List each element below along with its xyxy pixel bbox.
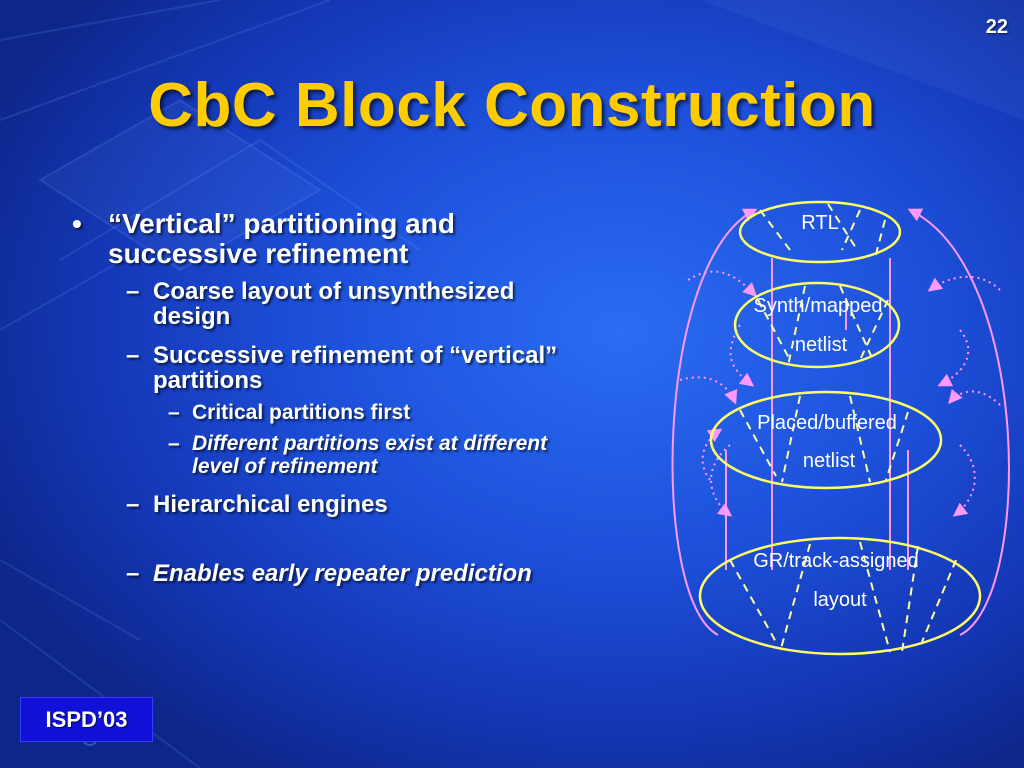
stage-label: Placed/buffered <box>757 412 897 434</box>
bullet-marker: • <box>72 208 82 239</box>
bullet-text-line: “Vertical” partitioning and <box>108 208 455 239</box>
bullet-successive-refinement: – Successive refinement of “vertical” pa… <box>70 343 660 393</box>
bullet-text-line: Coarse layout of unsynthesized <box>153 278 515 305</box>
dotted-arrow <box>710 444 733 517</box>
slide-number: 22 <box>985 16 1008 38</box>
refinement-diagram: RTL Synth/mapped netlist Placed/buffered… <box>671 200 1010 656</box>
bullet-text-line: successive refinement <box>108 238 409 269</box>
bullet-repeater-prediction: – Enables early repeater prediction <box>70 561 660 586</box>
stage-label: GR/track-assigned <box>753 550 919 572</box>
stage-ellipse-rtl <box>738 200 902 264</box>
partition-dash <box>827 203 857 249</box>
partition-dash <box>874 219 886 259</box>
stage-label: RTL <box>801 212 838 234</box>
bullet-text-line: Critical partitions first <box>192 401 411 424</box>
dotted-arrow <box>729 324 755 387</box>
bullet-vertical-partitioning: • “Vertical” partitioning and successive… <box>70 209 660 269</box>
partition-dash <box>781 395 801 483</box>
stage-label: netlist <box>803 450 856 472</box>
bullet-different-partitions: – Different partitions exist at differen… <box>70 432 660 478</box>
dotted-arrow <box>927 275 1001 292</box>
bullet-text-line: level of refinement <box>192 455 378 478</box>
dash-marker: – <box>168 432 180 455</box>
partition-dash <box>729 559 777 643</box>
partition-dash <box>757 299 791 361</box>
left-feedback-arrow <box>671 208 758 636</box>
dash-marker: – <box>126 560 140 587</box>
dotted-arrow <box>679 376 738 405</box>
partition-dash <box>859 541 891 653</box>
partition-dash <box>849 395 871 483</box>
partition-dash <box>885 411 909 481</box>
dash-marker: – <box>126 491 140 518</box>
stage-label: netlist <box>795 334 848 356</box>
partition-dash <box>779 543 811 653</box>
dash-marker: – <box>126 342 140 369</box>
bullet-critical-partitions: – Critical partitions first <box>70 401 660 424</box>
conference-badge: ISPD’03 <box>20 697 153 742</box>
stage-label: Synth/mapped <box>754 295 883 317</box>
bullet-text-line: Hierarchical engines <box>153 491 388 518</box>
partition-dash <box>921 559 957 643</box>
bullet-text-line: partitions <box>153 367 263 394</box>
dotted-arrow <box>701 428 723 481</box>
dash-marker: – <box>126 278 140 305</box>
partition-dash <box>841 209 861 251</box>
dotted-arrow <box>937 329 970 387</box>
dotted-arrow <box>948 388 1001 406</box>
right-feedback-arrow <box>907 208 1010 636</box>
stage-ellipse-synth <box>733 281 901 369</box>
bullet-text-line: design <box>153 303 231 330</box>
slide-title: CbC Block Construction <box>148 71 876 140</box>
partition-dash <box>759 209 791 251</box>
dotted-arrow <box>952 444 976 517</box>
bullet-text-line: Successive refinement of “vertical” <box>153 342 558 369</box>
bullet-list: • “Vertical” partitioning and successive… <box>70 205 660 587</box>
partition-dash <box>739 409 777 477</box>
partition-dash <box>859 299 889 361</box>
bullet-text-line: Different partitions exist at different <box>192 432 548 455</box>
bullet-text-line: Enables early repeater prediction <box>153 560 532 587</box>
stage-label: layout <box>813 589 867 611</box>
bullet-coarse-layout: – Coarse layout of unsynthesized design <box>70 279 660 329</box>
stage-ellipse-gr <box>698 536 982 656</box>
dash-marker: – <box>168 401 180 424</box>
partition-dash <box>901 545 919 653</box>
stage-ellipse-placed <box>709 390 943 490</box>
bullet-hierarchical-engines: – Hierarchical engines <box>70 492 660 517</box>
